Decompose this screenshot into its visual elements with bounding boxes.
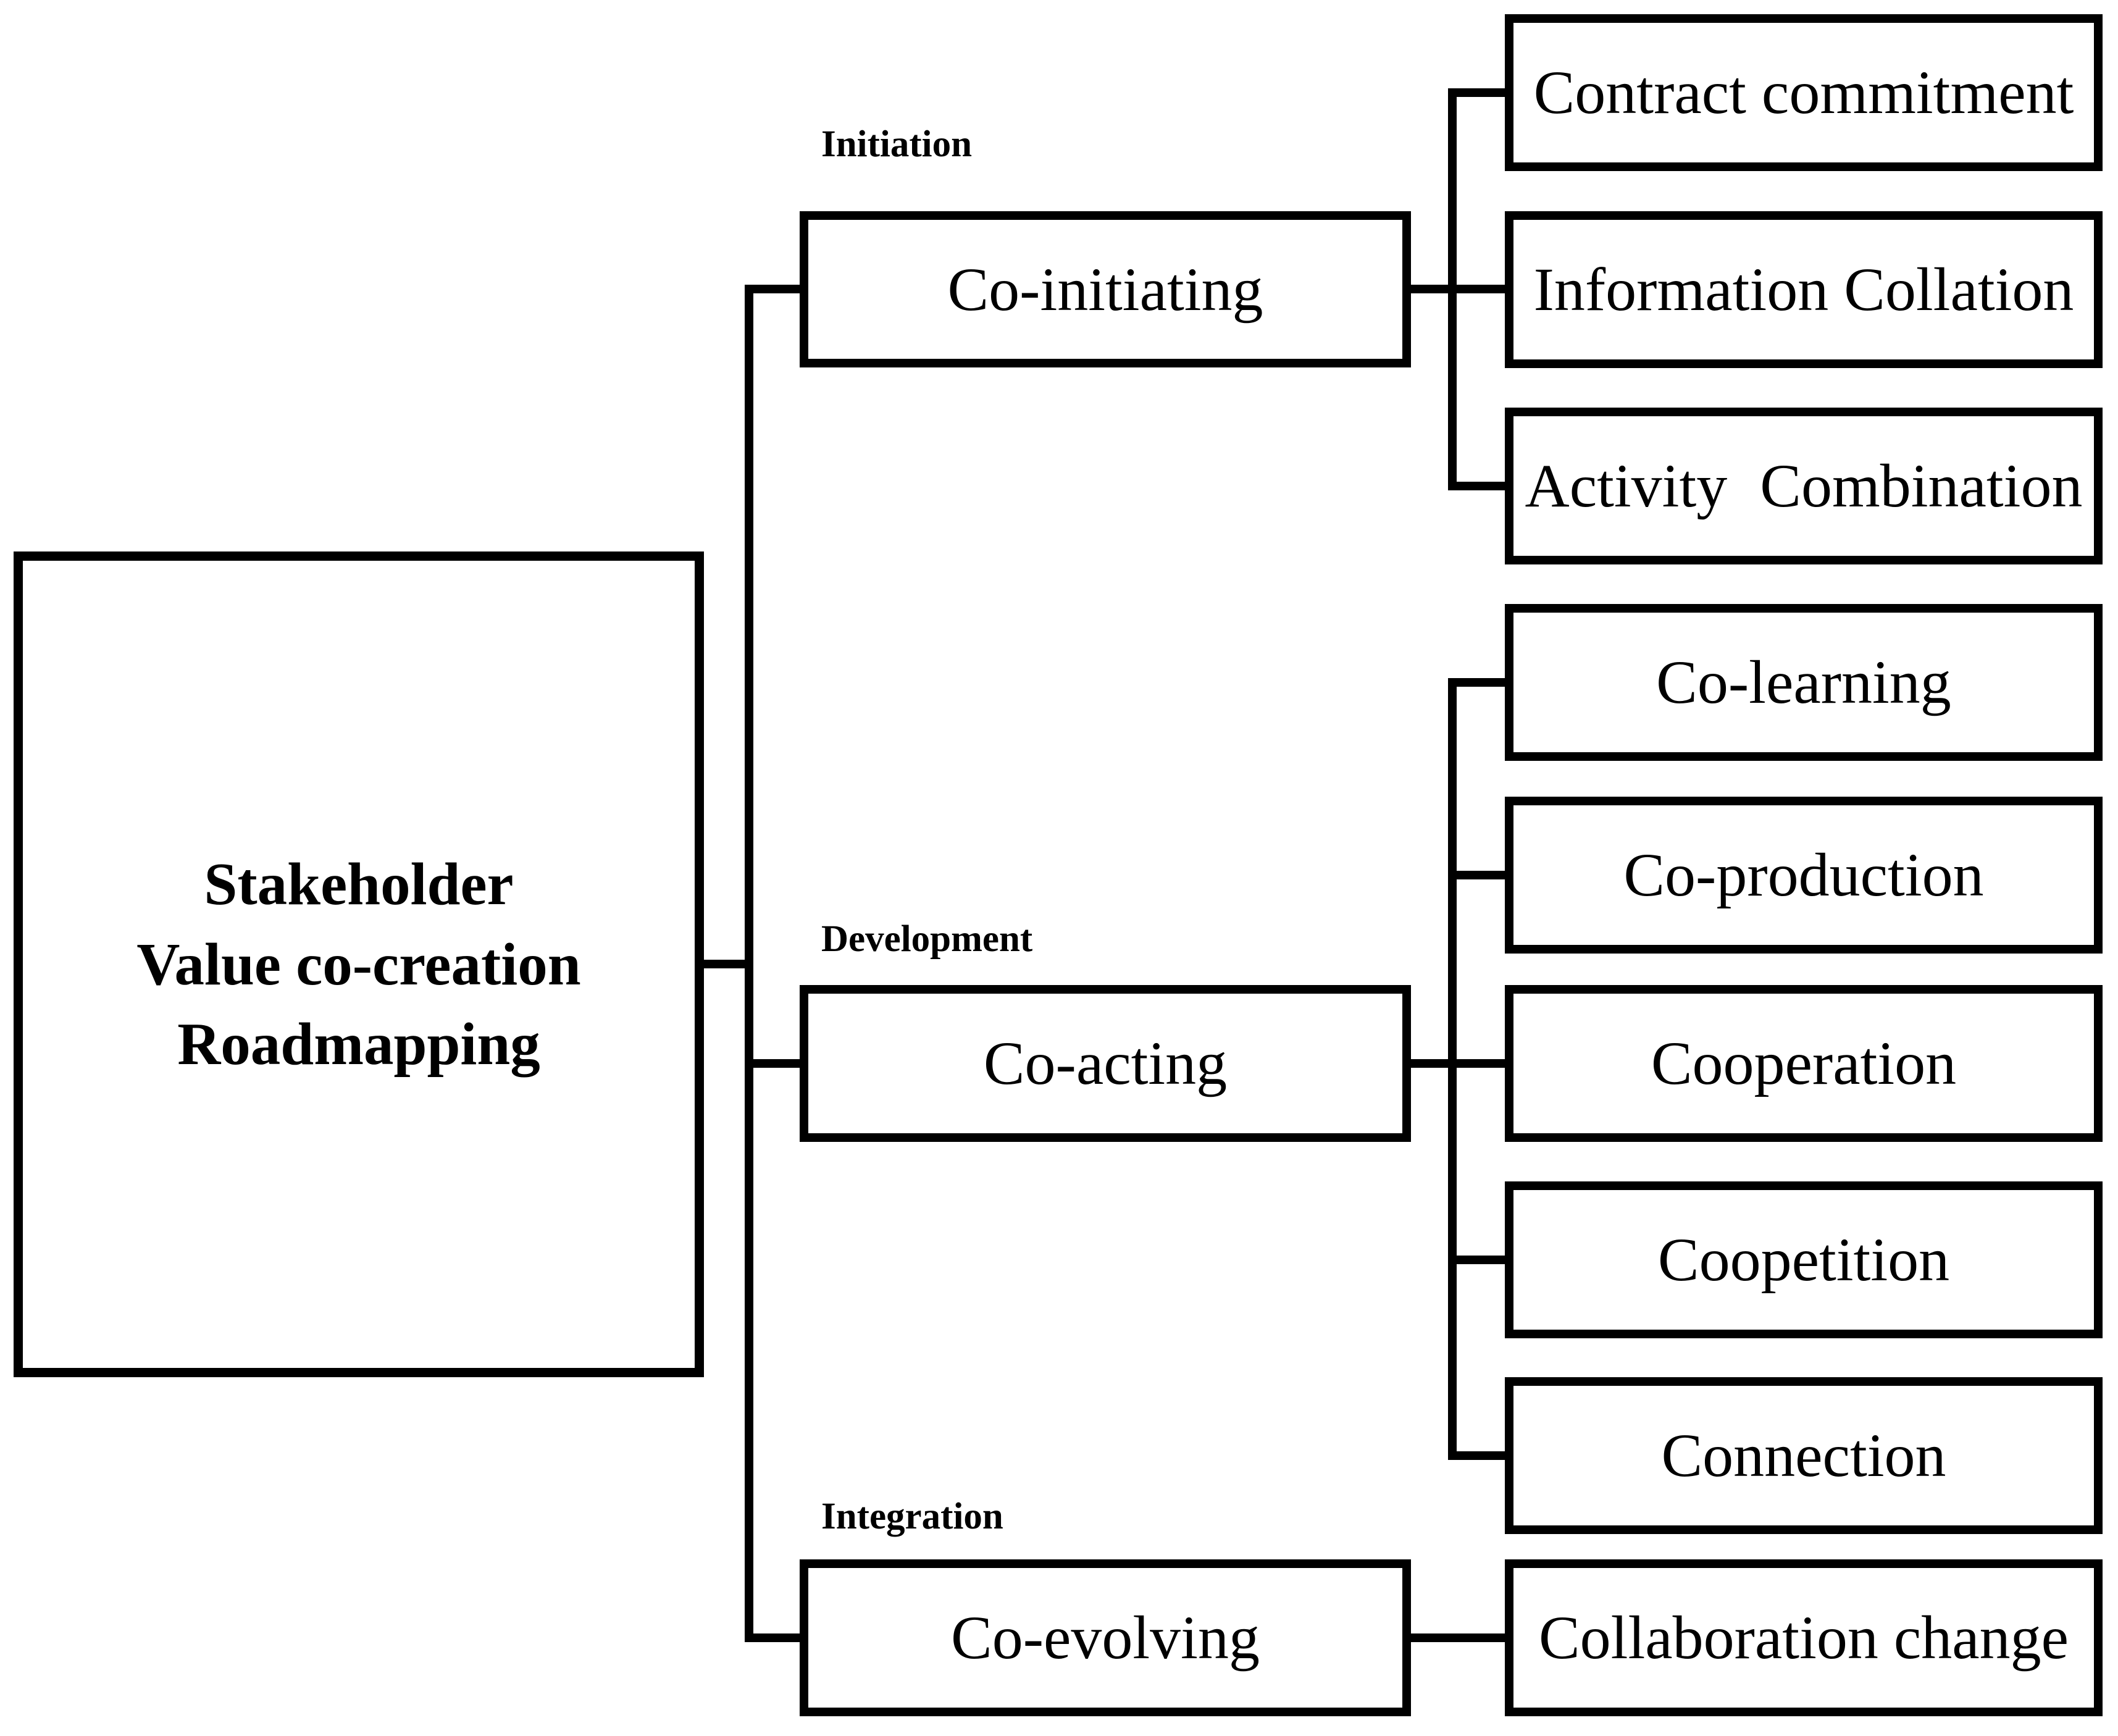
child-box-contract-commitment: Contract commitment: [1505, 14, 2103, 171]
child-box-connection: Connection: [1505, 1377, 2103, 1534]
child-box-co-learning: Co-learning: [1505, 604, 2103, 761]
connector-stub-connection: [1448, 1451, 1510, 1460]
connector-co-initiating-right-stub: [1410, 285, 1459, 293]
connector-stub-co-acting: [745, 1059, 806, 1068]
node-box-co-evolving: Co-evolving: [800, 1559, 1411, 1716]
child-box-co-production: Co-production: [1505, 797, 2103, 954]
root-title-line-3: Roadmapping: [177, 1011, 540, 1078]
connector-stub-co-production: [1448, 871, 1510, 879]
connector-stub-co-evolving: [745, 1633, 806, 1642]
connector-trunk-line: [745, 285, 753, 1642]
child-box-activity-combination: Activity Combination: [1505, 408, 2103, 564]
child-box-information-collation: Information Collation: [1505, 211, 2103, 368]
child-box-cooperation: Cooperation: [1505, 985, 2103, 1142]
connector-stub-co-learning: [1448, 678, 1510, 687]
connector-stub-contract-commitment: [1448, 88, 1510, 97]
connector-stub-information-collation: [1448, 285, 1510, 293]
connector-stub-cooperation: [1448, 1059, 1510, 1068]
root-box-title: Stakeholder Value co-creation Roadmappin…: [136, 844, 580, 1085]
root-box: Stakeholder Value co-creation Roadmappin…: [14, 551, 704, 1377]
connector-stub-co-initiating: [745, 285, 806, 293]
root-title-line-1: Stakeholder: [204, 850, 514, 917]
connector-co-evolving-collaboration-stub: [1410, 1633, 1509, 1642]
stage-label-integration: Integration: [821, 1496, 1003, 1537]
connector-development-group-line: [1448, 678, 1457, 1460]
node-box-co-initiating: Co-initiating: [800, 211, 1411, 367]
child-box-coopetition: Coopetition: [1505, 1181, 2103, 1338]
root-title-line-2: Value co-creation: [136, 931, 581, 997]
connector-stub-activity-combination: [1448, 482, 1510, 490]
connector-co-acting-right-stub: [1410, 1059, 1459, 1068]
connector-root-stub: [704, 960, 753, 968]
connector-stub-coopetition: [1448, 1256, 1510, 1264]
child-box-collaboration-change: Collaboration change: [1505, 1559, 2103, 1716]
node-box-co-acting: Co-acting: [800, 985, 1411, 1142]
stage-label-development: Development: [821, 918, 1033, 960]
stage-label-initiation: Initiation: [821, 124, 973, 165]
